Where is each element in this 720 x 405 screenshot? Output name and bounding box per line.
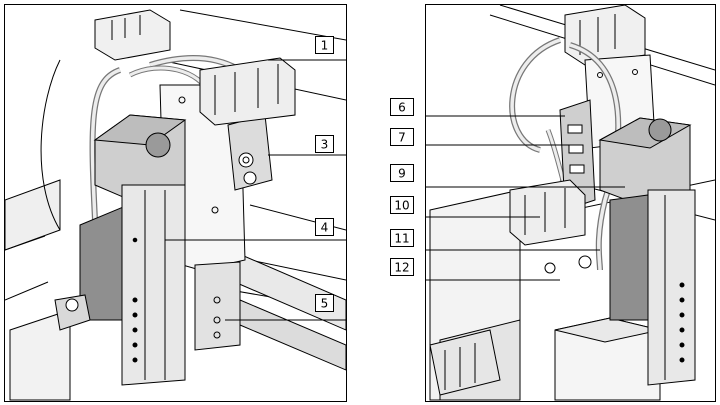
right-panel: 6 7 9 10 11 12 [390, 4, 716, 402]
callout-9: 9 [390, 164, 414, 182]
connector-block [429, 329, 501, 396]
callout-3: 3 [315, 135, 334, 153]
vertical-axis [121, 184, 186, 386]
gripper-unit-right [509, 179, 586, 246]
svg-text:6: 6 [398, 101, 406, 115]
callout-10: 10 [390, 196, 414, 214]
svg-text:11: 11 [394, 232, 409, 246]
vertical-axis-right [647, 189, 696, 386]
gripper-unit [199, 57, 296, 126]
svg-text:3: 3 [321, 138, 329, 152]
motor-body-right [609, 194, 649, 321]
svg-text:1: 1 [321, 39, 329, 53]
svg-text:5: 5 [321, 297, 329, 311]
callout-12: 12 [390, 258, 414, 276]
base-plate [9, 309, 71, 401]
svg-text:7: 7 [398, 131, 406, 145]
top-slider [94, 9, 171, 61]
left-panel: 1 3 4 5 [4, 4, 347, 402]
motor-body [79, 204, 129, 321]
callout-6: 6 [390, 98, 414, 116]
svg-text:12: 12 [394, 261, 409, 275]
fitting [54, 294, 91, 331]
mounting-bracket [194, 261, 241, 351]
svg-text:10: 10 [394, 199, 409, 213]
callout-5: 5 [315, 294, 334, 312]
callout-11: 11 [390, 229, 414, 247]
svg-text:4: 4 [321, 221, 329, 235]
callout-4: 4 [315, 218, 334, 236]
callout-1: 1 [315, 36, 334, 54]
callout-7: 7 [390, 128, 414, 146]
svg-text:9: 9 [398, 167, 406, 181]
